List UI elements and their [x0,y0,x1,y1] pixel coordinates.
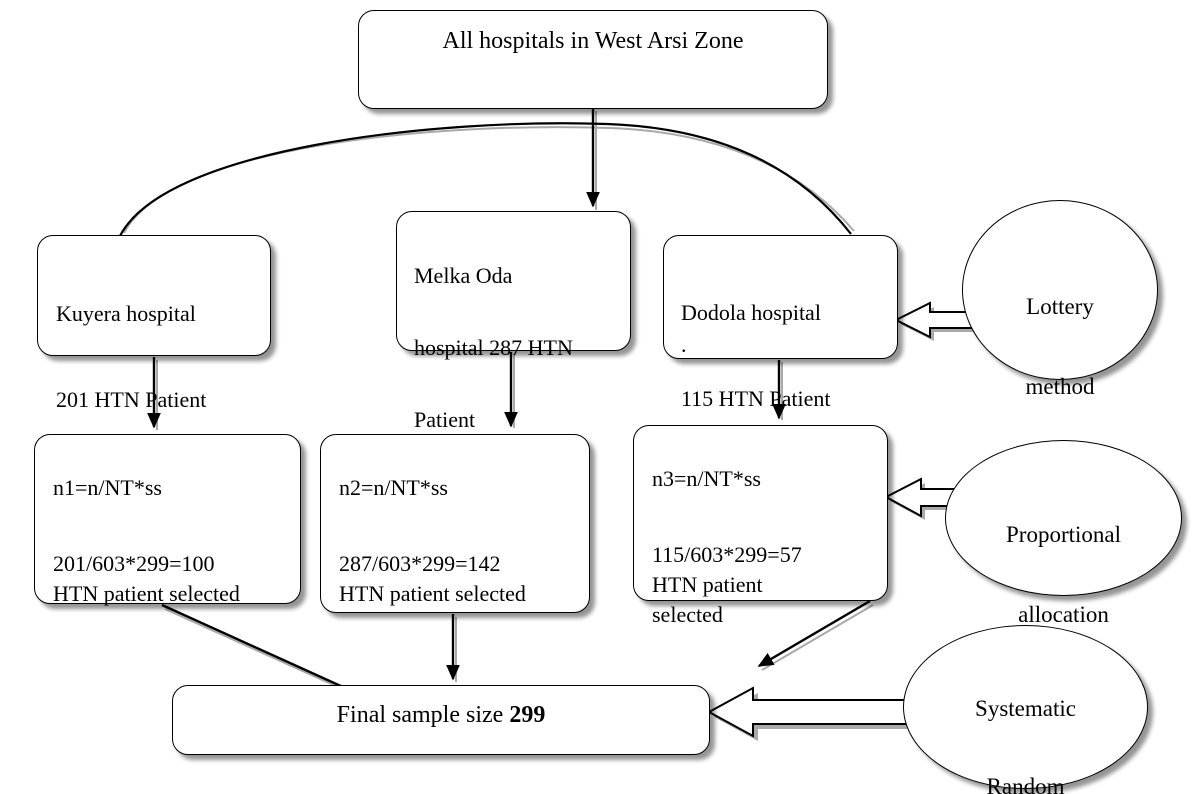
node-all-hospitals[interactable]: All hospitals in West Arsi Zone [358,10,828,109]
n2-formula: n2=n/NT*ss [339,475,448,500]
final-sample-size-value: 299 [509,702,546,728]
proportional-line-1: Proportional [1006,522,1121,547]
systematic-line-2: Random [986,774,1065,794]
proportional-line-2: allocation [1018,602,1109,627]
systematic-line-1: Systematic [975,696,1076,721]
n3-formula: n3=n/NT*ss [652,466,761,491]
node-lottery-method[interactable]: Lottery method [962,200,1158,399]
node-dodola-label: Dodola hospital 115 HTN Patient [664,248,897,463]
node-lottery-method-label: Lottery method [963,247,1157,447]
melka-line-3: Patient [414,407,476,432]
dodola-stray-dot-mark: . [681,332,687,357]
node-all-hospitals-label: All hospitals in West Arsi Zone [442,28,744,54]
block-arrow-systematic-to-final [706,686,923,741]
node-n2-allocation[interactable]: n2=n/NT*ss 287/603*299=142 HTN patient s… [320,434,590,613]
node-systematic-random-sampling-label: Systematic Random sampling [904,650,1147,794]
lottery-line-1: Lottery [1026,294,1094,319]
node-n2-label: n2=n/NT*ss 287/603*299=142 HTN patient s… [321,449,589,635]
node-kuyera-hospital-label: Kuyera hospital 201 HTN Patient [38,249,270,464]
n2-result: 287/603*299=142 HTN patient selected [339,551,526,606]
node-proportional-allocation[interactable]: Proportional allocation [945,440,1182,627]
node-dodola-hospital[interactable]: Dodola hospital 115 HTN Patient . [663,235,898,411]
dodola-line-2: 115 HTN Patient [681,386,831,411]
node-n3-label: n3=n/NT*ss 115/603*299=57 HTN patient se… [634,440,887,656]
node-melka-oda-hospital[interactable]: Melka Oda hospital 287 HTN Patient [396,211,631,432]
node-n3-allocation[interactable]: n3=n/NT*ss 115/603*299=57 HTN patient se… [633,425,888,627]
node-final-sample-size[interactable]: Final sample size 299 [172,685,710,755]
n1-result: 201/603*299=100 HTN patient selected [53,551,240,606]
node-melka-oda-label: Melka Oda hospital 287 HTN Patient [397,222,630,474]
lottery-line-2: method [1025,374,1095,399]
node-systematic-random-sampling[interactable]: Systematic Random sampling [903,625,1148,794]
n1-formula: n1=n/NT*ss [53,475,162,500]
node-proportional-allocation-label: Proportional allocation [946,475,1181,675]
kuyera-line-1: Kuyera hospital [56,301,196,326]
melka-line-2: hospital 287 HTN [414,335,573,360]
final-sample-size-prefix: Final sample size [336,702,510,728]
node-n1-label: n1=n/NT*ss 201/603*299=100 HTN patient s… [35,449,300,635]
melka-line-1: Melka Oda [414,263,513,288]
dodola-line-1: Dodola hospital [681,300,821,325]
n3-result: 115/603*299=57 HTN patient selected [652,542,802,627]
node-kuyera-hospital[interactable]: Kuyera hospital 201 HTN Patient [37,235,271,412]
kuyera-line-2: 201 HTN Patient [56,387,207,412]
node-final-sample-size-label: Final sample size 299 [173,702,709,729]
node-n1-allocation[interactable]: n1=n/NT*ss 201/603*299=100 HTN patient s… [34,434,301,606]
